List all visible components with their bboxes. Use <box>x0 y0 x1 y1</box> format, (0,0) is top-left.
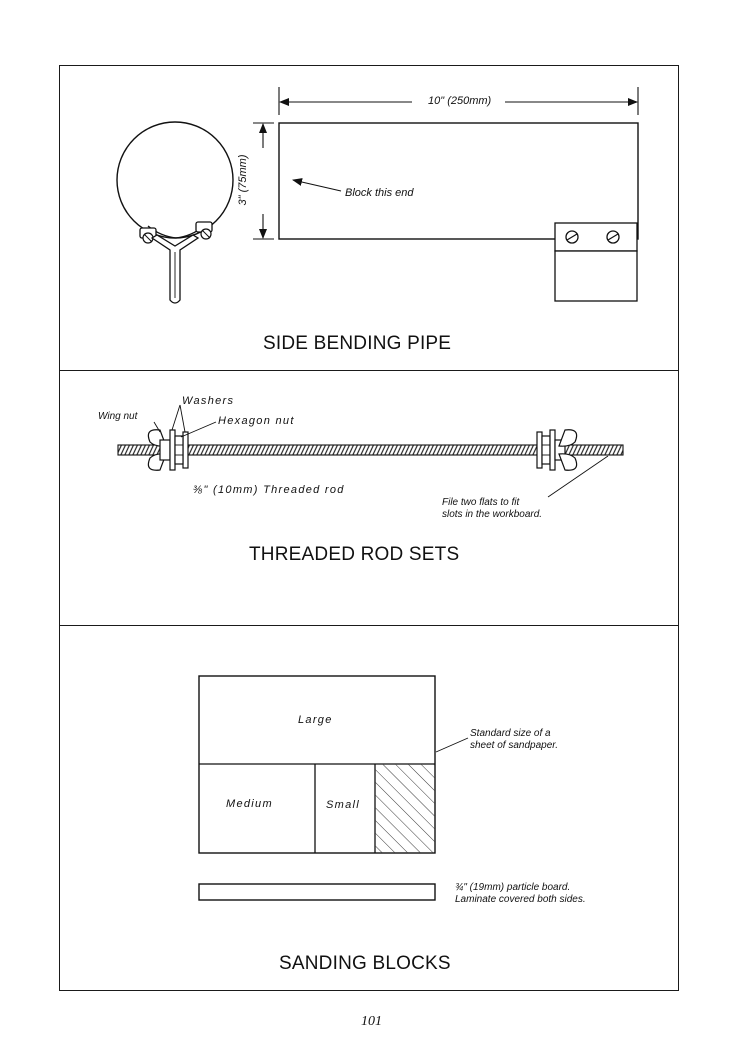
threaded-rod <box>117 404 624 498</box>
flats-note-line2: slots in the workboard. <box>442 509 543 520</box>
threaded-rod-sets-title: THREADED ROD SETS <box>249 544 460 565</box>
length-dimension-label: 10" (250mm) <box>428 95 492 107</box>
sheet-note-line2: sheet of sandpaper. <box>470 740 559 751</box>
sheet-note-line1: Standard size of a <box>470 728 551 739</box>
page-frame <box>59 65 679 991</box>
section-divider-1 <box>59 370 679 371</box>
wing-nut-label: Wing nut <box>98 411 138 422</box>
particle-board <box>198 883 436 901</box>
page-number: 101 <box>361 1014 382 1029</box>
pipe-end-view <box>116 121 234 304</box>
height-dimension-label: 3" (75mm) <box>237 154 249 206</box>
sanding-blocks-title: SANDING BLOCKS <box>279 953 451 974</box>
flats-note-line1: File two flats to fit <box>442 497 520 508</box>
pipe-side-view <box>253 87 639 302</box>
side-bending-pipe-title: SIDE BENDING PIPE <box>263 333 452 354</box>
block-end-label: Block this end <box>345 187 414 199</box>
board-note-line2: Laminate covered both sides. <box>455 894 586 905</box>
small-label: Small <box>326 799 361 811</box>
large-label: Large <box>298 714 333 726</box>
medium-label: Medium <box>226 798 273 810</box>
board-note-line1: ¾" (19mm) particle board. <box>455 882 571 893</box>
section-divider-2 <box>59 625 679 626</box>
threaded-rod-label: ⅜" (10mm) Threaded rod <box>193 484 345 496</box>
washers-label: Washers <box>182 395 235 407</box>
sandpaper-sheet <box>198 675 469 854</box>
hexagon-nut-label: Hexagon nut <box>218 415 295 427</box>
